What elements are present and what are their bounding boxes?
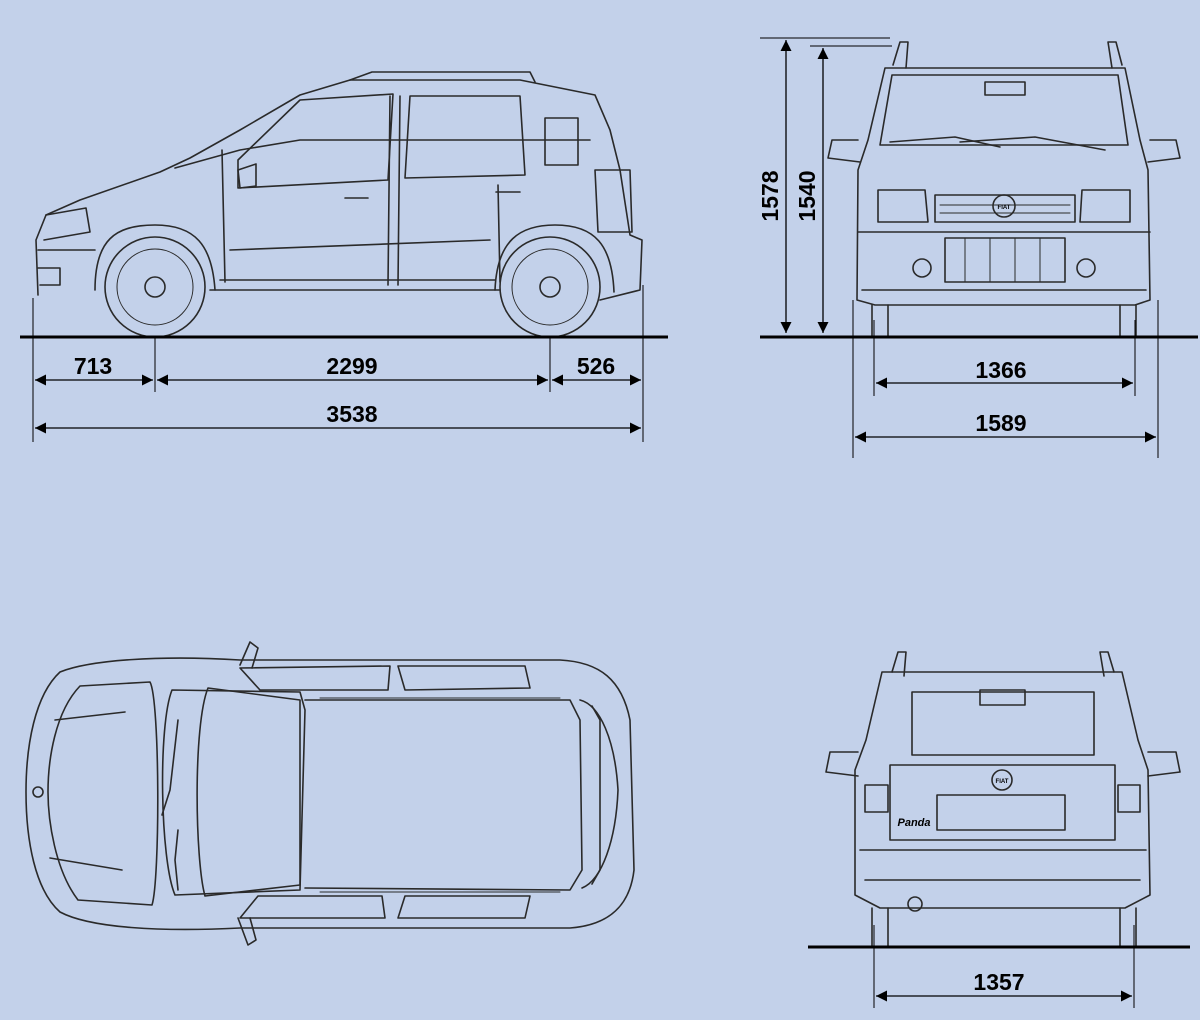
top-view — [25, 641, 635, 946]
top-car-drawing — [25, 641, 635, 946]
dim-wheelbase-label: 2299 — [326, 353, 377, 379]
rear-badge-text: FIAT — [996, 779, 1009, 785]
front-view: FIAT 1578 1540 1366 1589 — [757, 37, 1198, 458]
dim-height-label: 1540 — [794, 170, 820, 221]
rear-car-drawing — [825, 651, 1181, 947]
rear-model-script: Panda — [897, 817, 930, 829]
dim-total-length-label: 3538 — [326, 401, 377, 427]
dim-front-overhang-label: 713 — [74, 353, 112, 379]
side-car-drawing — [35, 71, 643, 338]
front-car-drawing — [827, 41, 1181, 338]
dim-width-label: 1589 — [975, 410, 1026, 436]
rear-view: FIAT Panda 1357 — [808, 651, 1190, 1008]
dim-height-rails-label: 1578 — [757, 170, 783, 221]
dim-rear-overhang-label: 526 — [577, 353, 615, 379]
front-badge-text: FIAT — [998, 205, 1011, 211]
side-view: 713 2299 526 3538 — [20, 71, 668, 442]
dim-rear-track-label: 1357 — [973, 969, 1024, 995]
dim-front-track-label: 1366 — [975, 357, 1026, 383]
